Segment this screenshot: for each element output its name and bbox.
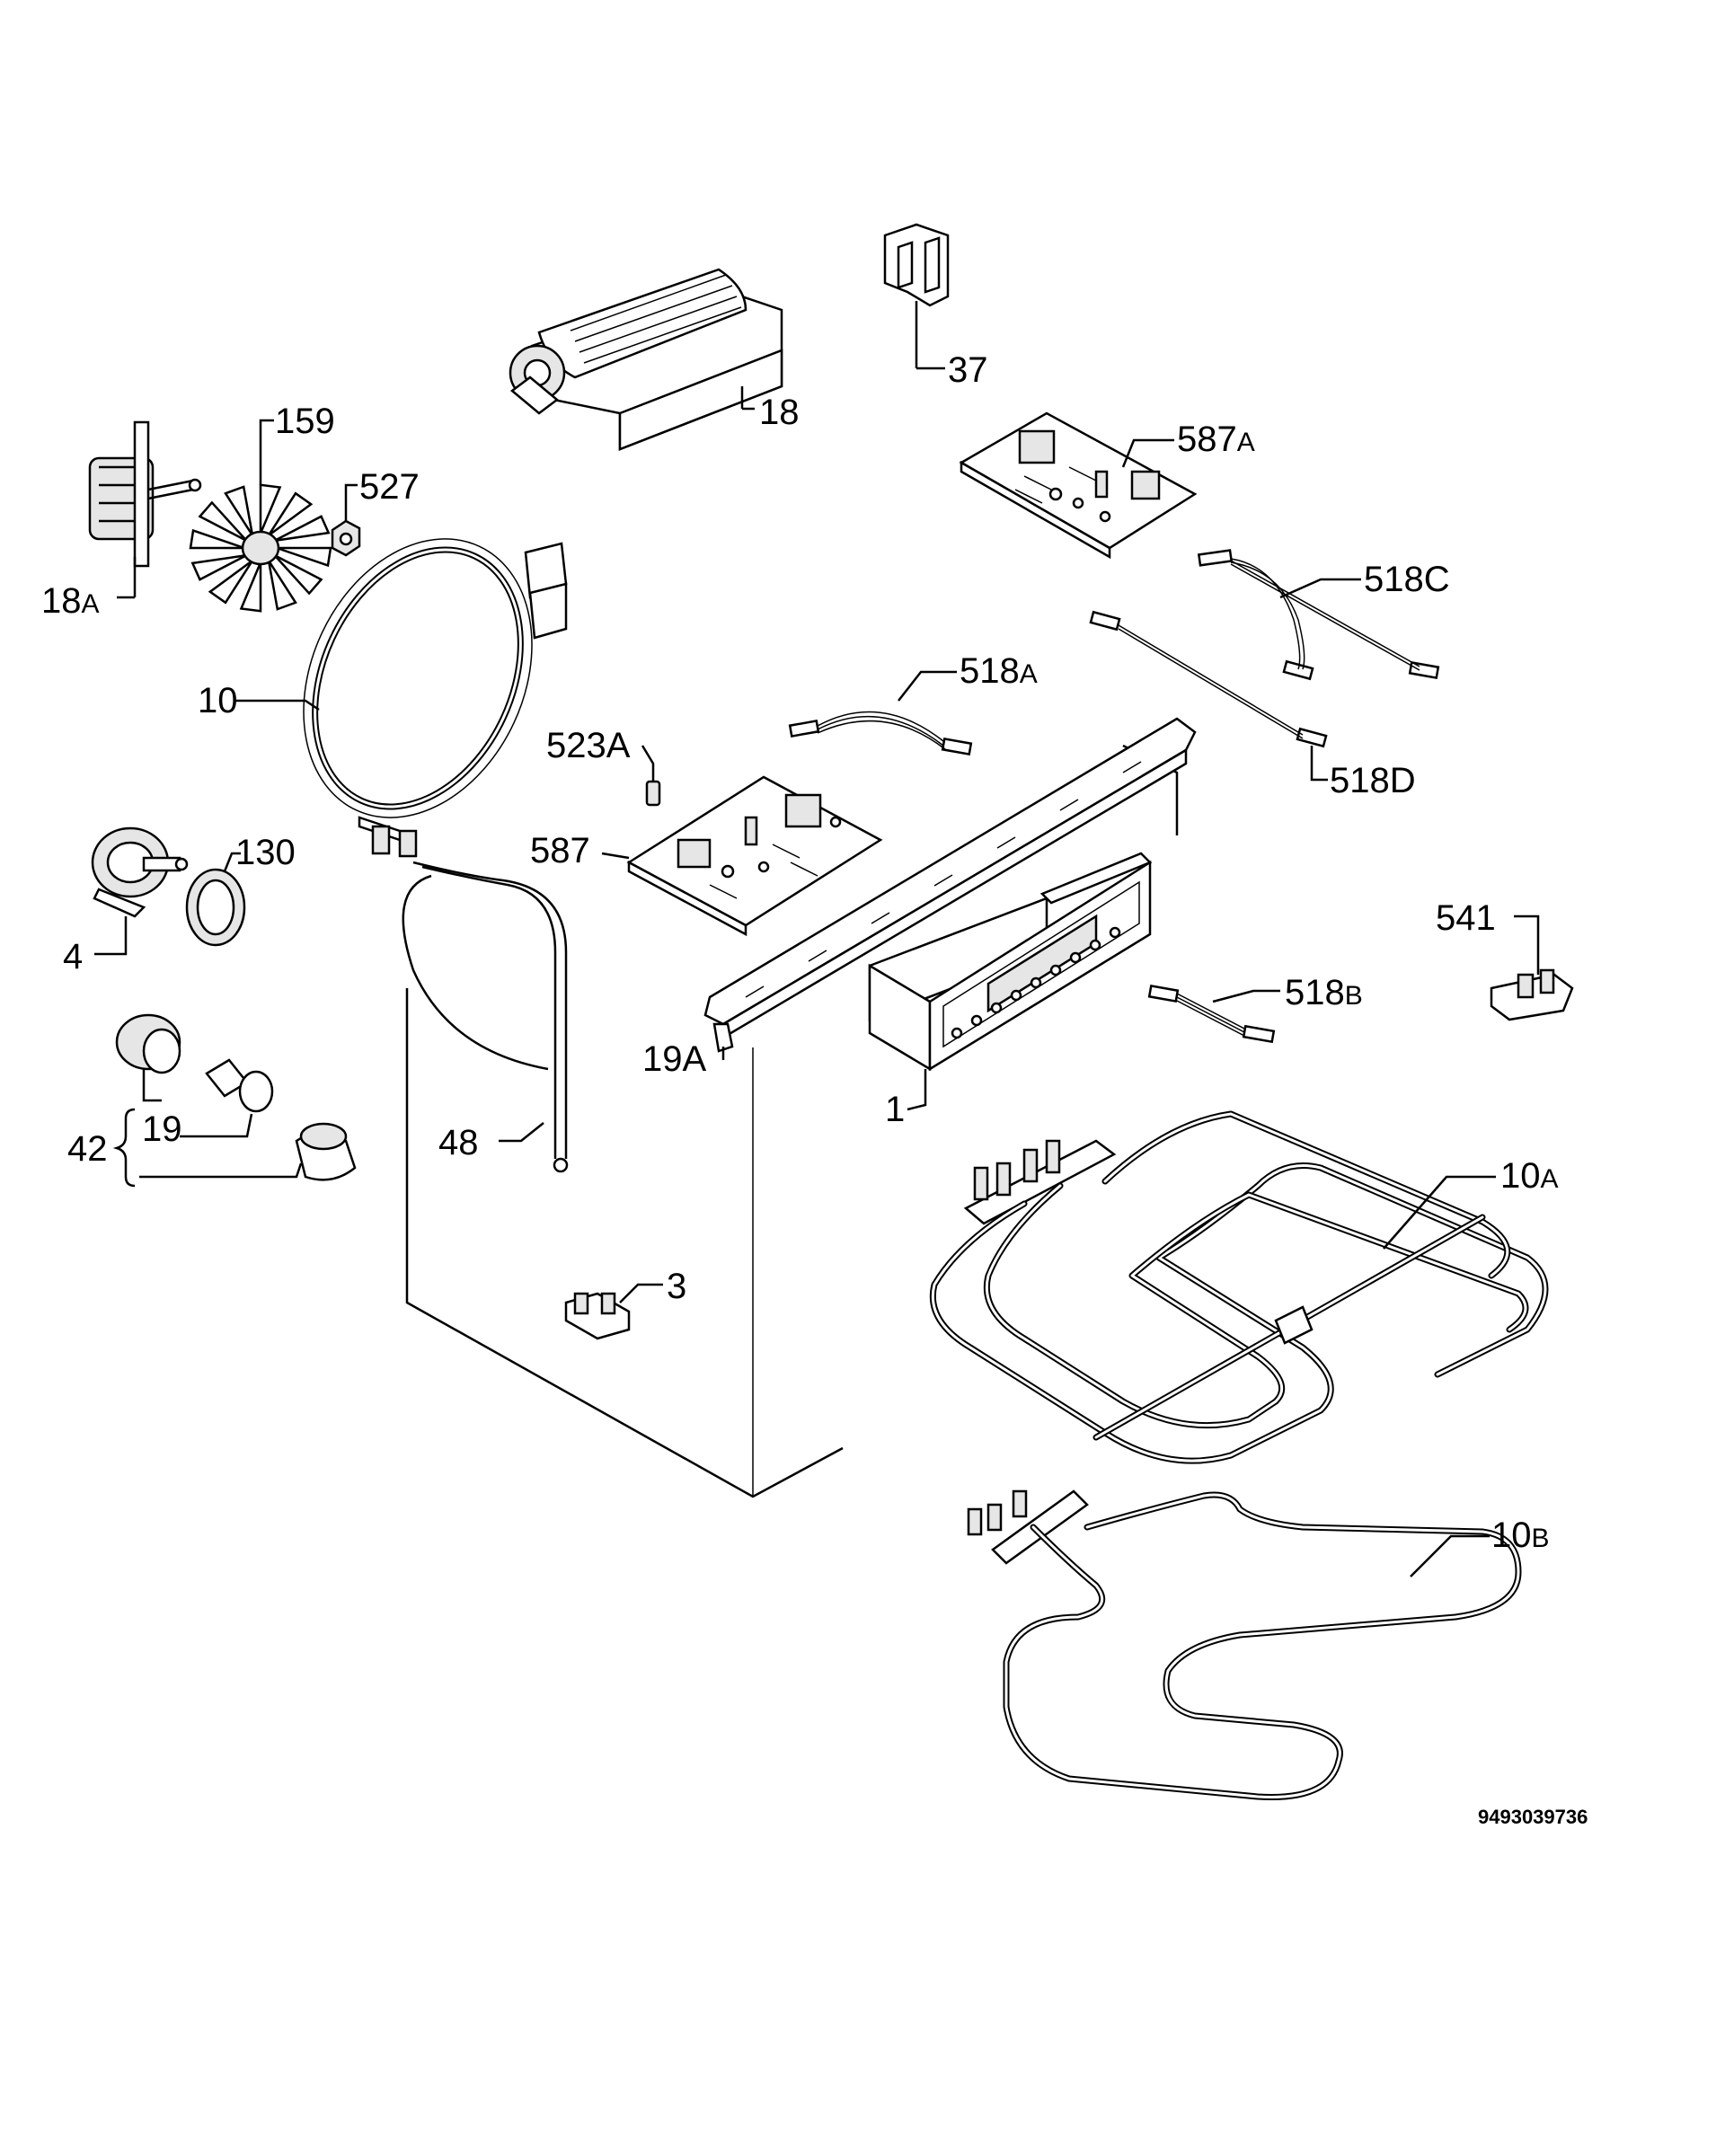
fan-blade-hub bbox=[241, 530, 280, 566]
control-button bbox=[1010, 989, 1022, 1002]
label-518A: 518A bbox=[960, 651, 1038, 691]
label-159: 159 bbox=[275, 402, 335, 441]
oven-lamp-group-42 bbox=[112, 1013, 357, 1188]
ring-heating-element-10 bbox=[234, 538, 568, 818]
label-541: 541 bbox=[1436, 898, 1496, 938]
label-1: 1 bbox=[885, 1090, 905, 1129]
label-3: 3 bbox=[667, 1267, 686, 1306]
control-button bbox=[1030, 976, 1042, 989]
fan-motor-18A bbox=[88, 420, 202, 599]
control-buttons bbox=[951, 926, 1121, 1039]
label-4: 4 bbox=[63, 937, 83, 976]
label-518D: 518D bbox=[1330, 761, 1416, 800]
door-switch-541 bbox=[1490, 915, 1574, 1021]
label-10: 10 bbox=[198, 681, 238, 720]
leader-159 bbox=[259, 419, 274, 485]
temperature-sensor-48 bbox=[358, 816, 569, 1173]
circuit-board-587 bbox=[601, 775, 883, 937]
circuit-board-587A bbox=[959, 411, 1198, 560]
fan-blade-159 bbox=[189, 483, 332, 613]
panel-bracket-19A bbox=[703, 717, 1197, 1060]
control-button bbox=[951, 1027, 963, 1039]
cable-518C bbox=[1197, 549, 1440, 681]
clip-37 bbox=[883, 223, 950, 370]
control-button bbox=[1049, 964, 1062, 976]
label-523A: 523A bbox=[546, 726, 631, 765]
cable-518D bbox=[1089, 610, 1328, 782]
label-42: 42 bbox=[67, 1129, 108, 1169]
fan-blade-vane bbox=[198, 500, 248, 543]
connector-523A bbox=[641, 745, 661, 807]
control-button bbox=[990, 1002, 1003, 1014]
fan-blade-vane bbox=[189, 528, 245, 550]
document-number: 9493039736 bbox=[1478, 1806, 1588, 1828]
control-button bbox=[1109, 926, 1121, 939]
label-587: 587 bbox=[530, 831, 590, 870]
fan-blade-vane bbox=[259, 483, 282, 535]
fan-cylinder-ribs bbox=[570, 274, 742, 364]
label-18: 18 bbox=[759, 393, 800, 432]
label-527: 527 bbox=[359, 467, 420, 507]
fan-blade-vane bbox=[267, 560, 297, 611]
label-18A: 18A bbox=[41, 581, 100, 621]
fan-blade-vane bbox=[208, 560, 254, 605]
label-518C: 518C bbox=[1364, 560, 1450, 599]
nut-527 bbox=[331, 483, 361, 557]
control-panel-1 bbox=[868, 852, 1153, 1111]
label-130: 130 bbox=[235, 833, 296, 872]
fan-blade-vane bbox=[274, 515, 331, 543]
fan-blade-vane bbox=[239, 561, 262, 613]
label-10A: 10A bbox=[1500, 1156, 1559, 1196]
seal-130 bbox=[185, 852, 246, 947]
tangential-fan-18 bbox=[509, 268, 783, 451]
fan-blade-vane bbox=[267, 491, 314, 536]
label-518B: 518B bbox=[1285, 973, 1363, 1012]
motor-4 bbox=[91, 826, 189, 956]
control-button bbox=[1069, 951, 1082, 964]
fan-blade-vane bbox=[273, 553, 323, 596]
control-button bbox=[1089, 939, 1101, 951]
fan-blade-vane bbox=[190, 553, 247, 581]
cable-518A bbox=[788, 670, 973, 755]
label-587A: 587A bbox=[1177, 420, 1255, 459]
label-37: 37 bbox=[948, 350, 988, 390]
heating-element-10A bbox=[929, 1110, 1549, 1464]
label-10B: 10B bbox=[1491, 1515, 1550, 1555]
control-button bbox=[970, 1014, 983, 1027]
cable-518B bbox=[1147, 985, 1280, 1044]
thermostat-3 bbox=[564, 1283, 663, 1340]
fan-blade-vane bbox=[224, 485, 254, 536]
label-48: 48 bbox=[438, 1123, 479, 1162]
label-19: 19 bbox=[142, 1109, 182, 1149]
heating-element-10B bbox=[967, 1489, 1522, 1800]
label-19A: 19A bbox=[642, 1039, 706, 1079]
fan-blade-vane bbox=[276, 546, 332, 568]
